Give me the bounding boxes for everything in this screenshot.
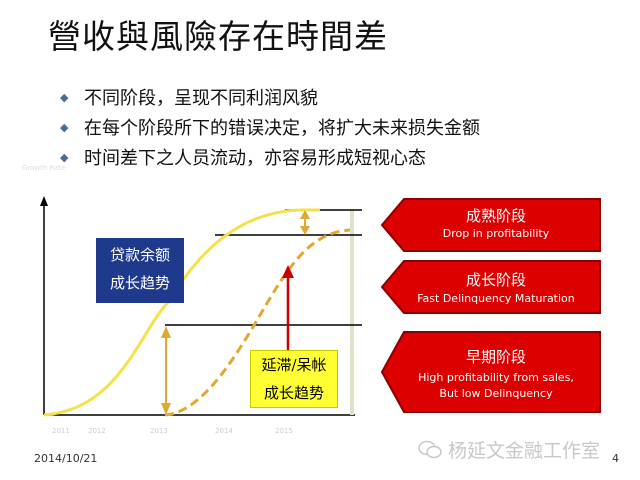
arrow-down-icon bbox=[161, 403, 171, 415]
bullet-list: ◆ 不同阶段，呈现不同利润风貌 ◆ 在每个阶段所下的错误决定，将扩大未来损失金额… bbox=[60, 82, 480, 172]
wechat-icon bbox=[418, 440, 442, 458]
stage-arrow-shape bbox=[380, 260, 601, 314]
slide-title: 營收與風險存在時間差 bbox=[48, 17, 388, 56]
x-tick-label: 2012 bbox=[88, 427, 106, 435]
bullet-item: ◆ 时间差下之人员流动，亦容易形成短视心态 bbox=[60, 142, 480, 172]
arrow-up-icon bbox=[300, 210, 310, 219]
bullet-item: ◆ 不同阶段，呈现不同利润风貌 bbox=[60, 82, 480, 112]
delinquency-label: 延滞/呆帐 成长趋势 bbox=[250, 350, 338, 408]
delinquency-curve bbox=[164, 228, 351, 417]
delinquency-label-line1: 延滞/呆帐 bbox=[261, 356, 327, 374]
delinquency-label-line2: 成长趋势 bbox=[263, 384, 324, 402]
stage-arrow-shape bbox=[380, 331, 601, 413]
stage-subtitle: But low Delinquency bbox=[439, 387, 553, 400]
stage-growth: 成长阶段 Fast Delinquency Maturation bbox=[380, 259, 604, 315]
diamond-bullet-icon: ◆ bbox=[60, 150, 69, 164]
diamond-bullet-icon: ◆ bbox=[60, 90, 69, 104]
arrow-up-icon bbox=[161, 326, 171, 338]
stage-subtitle: Drop in profitability bbox=[442, 227, 550, 240]
loan-balance-label: 贷款余额 成长趋势 bbox=[96, 238, 184, 303]
x-tick-label: 2014 bbox=[215, 427, 233, 435]
loan-label-line1: 贷款余额 bbox=[109, 246, 170, 264]
diamond-bullet-icon: ◆ bbox=[60, 120, 69, 134]
arrow-up-icon bbox=[282, 265, 294, 278]
time-divider bbox=[350, 210, 354, 415]
watermark-text: 杨延文金融工作室 bbox=[448, 440, 601, 462]
slide-date: 2014/10/21 bbox=[34, 452, 98, 465]
stage-subtitle: Fast Delinquency Maturation bbox=[417, 292, 575, 305]
stage-arrow-shape bbox=[380, 198, 601, 252]
growth-diagram: 2011 2012 2013 2014 2015 bbox=[40, 196, 362, 435]
page-number: 4 bbox=[612, 452, 619, 465]
ghost-axis-title: Growth Rate bbox=[22, 164, 66, 172]
bullet-text: 在每个阶段所下的错误决定，将扩大未来损失金额 bbox=[84, 118, 480, 139]
watermark: 杨延文金融工作室 bbox=[418, 436, 600, 463]
stage-early: 早期阶段 High profitability from sales, But … bbox=[380, 330, 604, 414]
stage-title: 成长阶段 bbox=[465, 271, 526, 289]
stage-title: 早期阶段 bbox=[465, 348, 526, 366]
bullet-text: 时间差下之人员流动，亦容易形成短视心态 bbox=[84, 148, 426, 169]
stage-mature: 成熟阶段 Drop in profitability bbox=[380, 197, 604, 253]
arrow-down-icon bbox=[300, 226, 310, 235]
x-tick-label: 2015 bbox=[275, 427, 293, 435]
stage-title: 成熟阶段 bbox=[465, 207, 526, 225]
x-tick-label: 2013 bbox=[150, 427, 168, 435]
y-axis-arrow-icon bbox=[40, 196, 48, 206]
bullet-item: ◆ 在每个阶段所下的错误决定，将扩大未来损失金额 bbox=[60, 112, 480, 142]
stage-subtitle: High profitability from sales, bbox=[418, 371, 574, 384]
bullet-text: 不同阶段，呈现不同利润风貌 bbox=[84, 88, 318, 109]
loan-label-line2: 成长趋势 bbox=[109, 274, 170, 292]
x-tick-label: 2011 bbox=[52, 427, 70, 435]
